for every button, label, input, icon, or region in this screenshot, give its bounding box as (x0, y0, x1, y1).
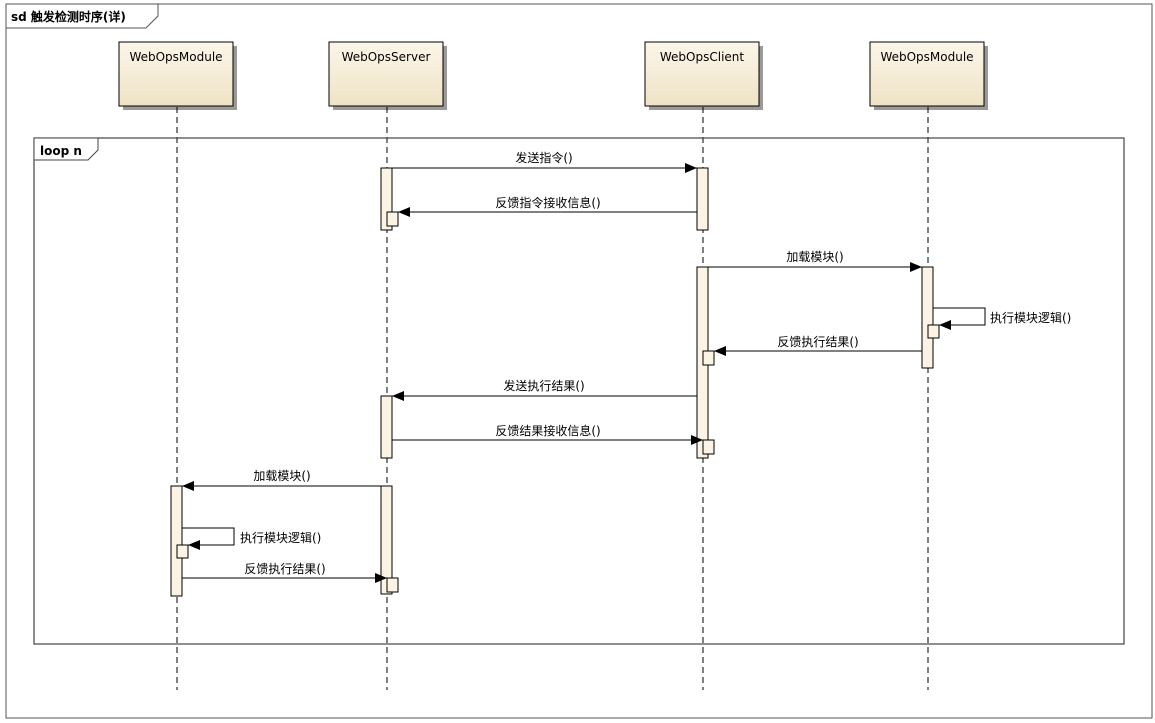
message-label: 反馈指令接收信息() (495, 195, 600, 210)
participant-3: WebOpsClient (644, 41, 763, 110)
message-send-command: 发送指令() (392, 150, 697, 173)
loop-fragment-tab (33, 137, 99, 161)
message-label: 执行模块逻辑() (990, 311, 1071, 325)
message-label: 发送指令() (515, 150, 572, 165)
message-arrow (933, 307, 986, 330)
activation-bar (380, 167, 393, 231)
message-feedback-execution-result-client: 反馈执行结果() (714, 335, 922, 356)
loop-fragment (33, 137, 1125, 645)
activation-bar (386, 577, 399, 593)
message-feedback-result-received: 反馈结果接收信息() (392, 423, 703, 445)
participant-label: WebOpsModule (880, 50, 973, 64)
activation-bar (696, 167, 709, 231)
activation-bar (927, 324, 940, 339)
message-self-execute-module-logic-server: 执行模块逻辑() (182, 527, 321, 550)
activation-bar (702, 350, 715, 366)
message-arrow (182, 527, 235, 550)
participant-label: WebOpsModule (129, 50, 222, 64)
message-label: 反馈执行结果() (777, 335, 858, 349)
loop-fragment-label: loop n (40, 144, 82, 158)
activation-bar (921, 266, 934, 369)
participant-box (328, 41, 444, 107)
activation-bar (386, 211, 399, 227)
participant-1: WebOpsModule (118, 41, 237, 110)
message-self-execute-module-logic: 执行模块逻辑() (933, 307, 1071, 330)
participant-label: WebOpsServer (342, 50, 431, 64)
message-load-module-server: 加载模块() (182, 469, 381, 491)
activation-bar (176, 544, 189, 559)
message-feedback-execution-result-server: 反馈执行结果() (182, 562, 387, 583)
participant-label: WebOpsClient (660, 50, 745, 64)
message-label: 反馈执行结果() (244, 562, 325, 576)
frame-title-tab (5, 3, 159, 29)
activation-bar (170, 485, 183, 597)
participant-4: WebOpsModule (869, 41, 988, 110)
activation-bar (380, 485, 393, 595)
message-label: 加载模块() (786, 250, 843, 264)
message-feedback-command-received: 反馈指令接收信息() (398, 195, 697, 217)
message-load-module-client: 加载模块() (708, 250, 922, 272)
participant-box (644, 41, 760, 107)
message-label: 执行模块逻辑() (240, 531, 321, 545)
message-label: 发送执行结果() (503, 378, 584, 393)
participant-box (869, 41, 985, 107)
message-label: 反馈结果接收信息() (495, 423, 600, 438)
participant-2: WebOpsServer (328, 41, 447, 110)
participant-box (118, 41, 234, 107)
message-send-execution-result: 发送执行结果() (392, 378, 697, 401)
message-label: 加载模块() (253, 469, 310, 483)
activation-bar (380, 395, 393, 459)
activation-bar (702, 439, 715, 455)
frame-title: sd 触发检测时序(详) (11, 9, 126, 24)
diagram-frame (5, 3, 1153, 719)
